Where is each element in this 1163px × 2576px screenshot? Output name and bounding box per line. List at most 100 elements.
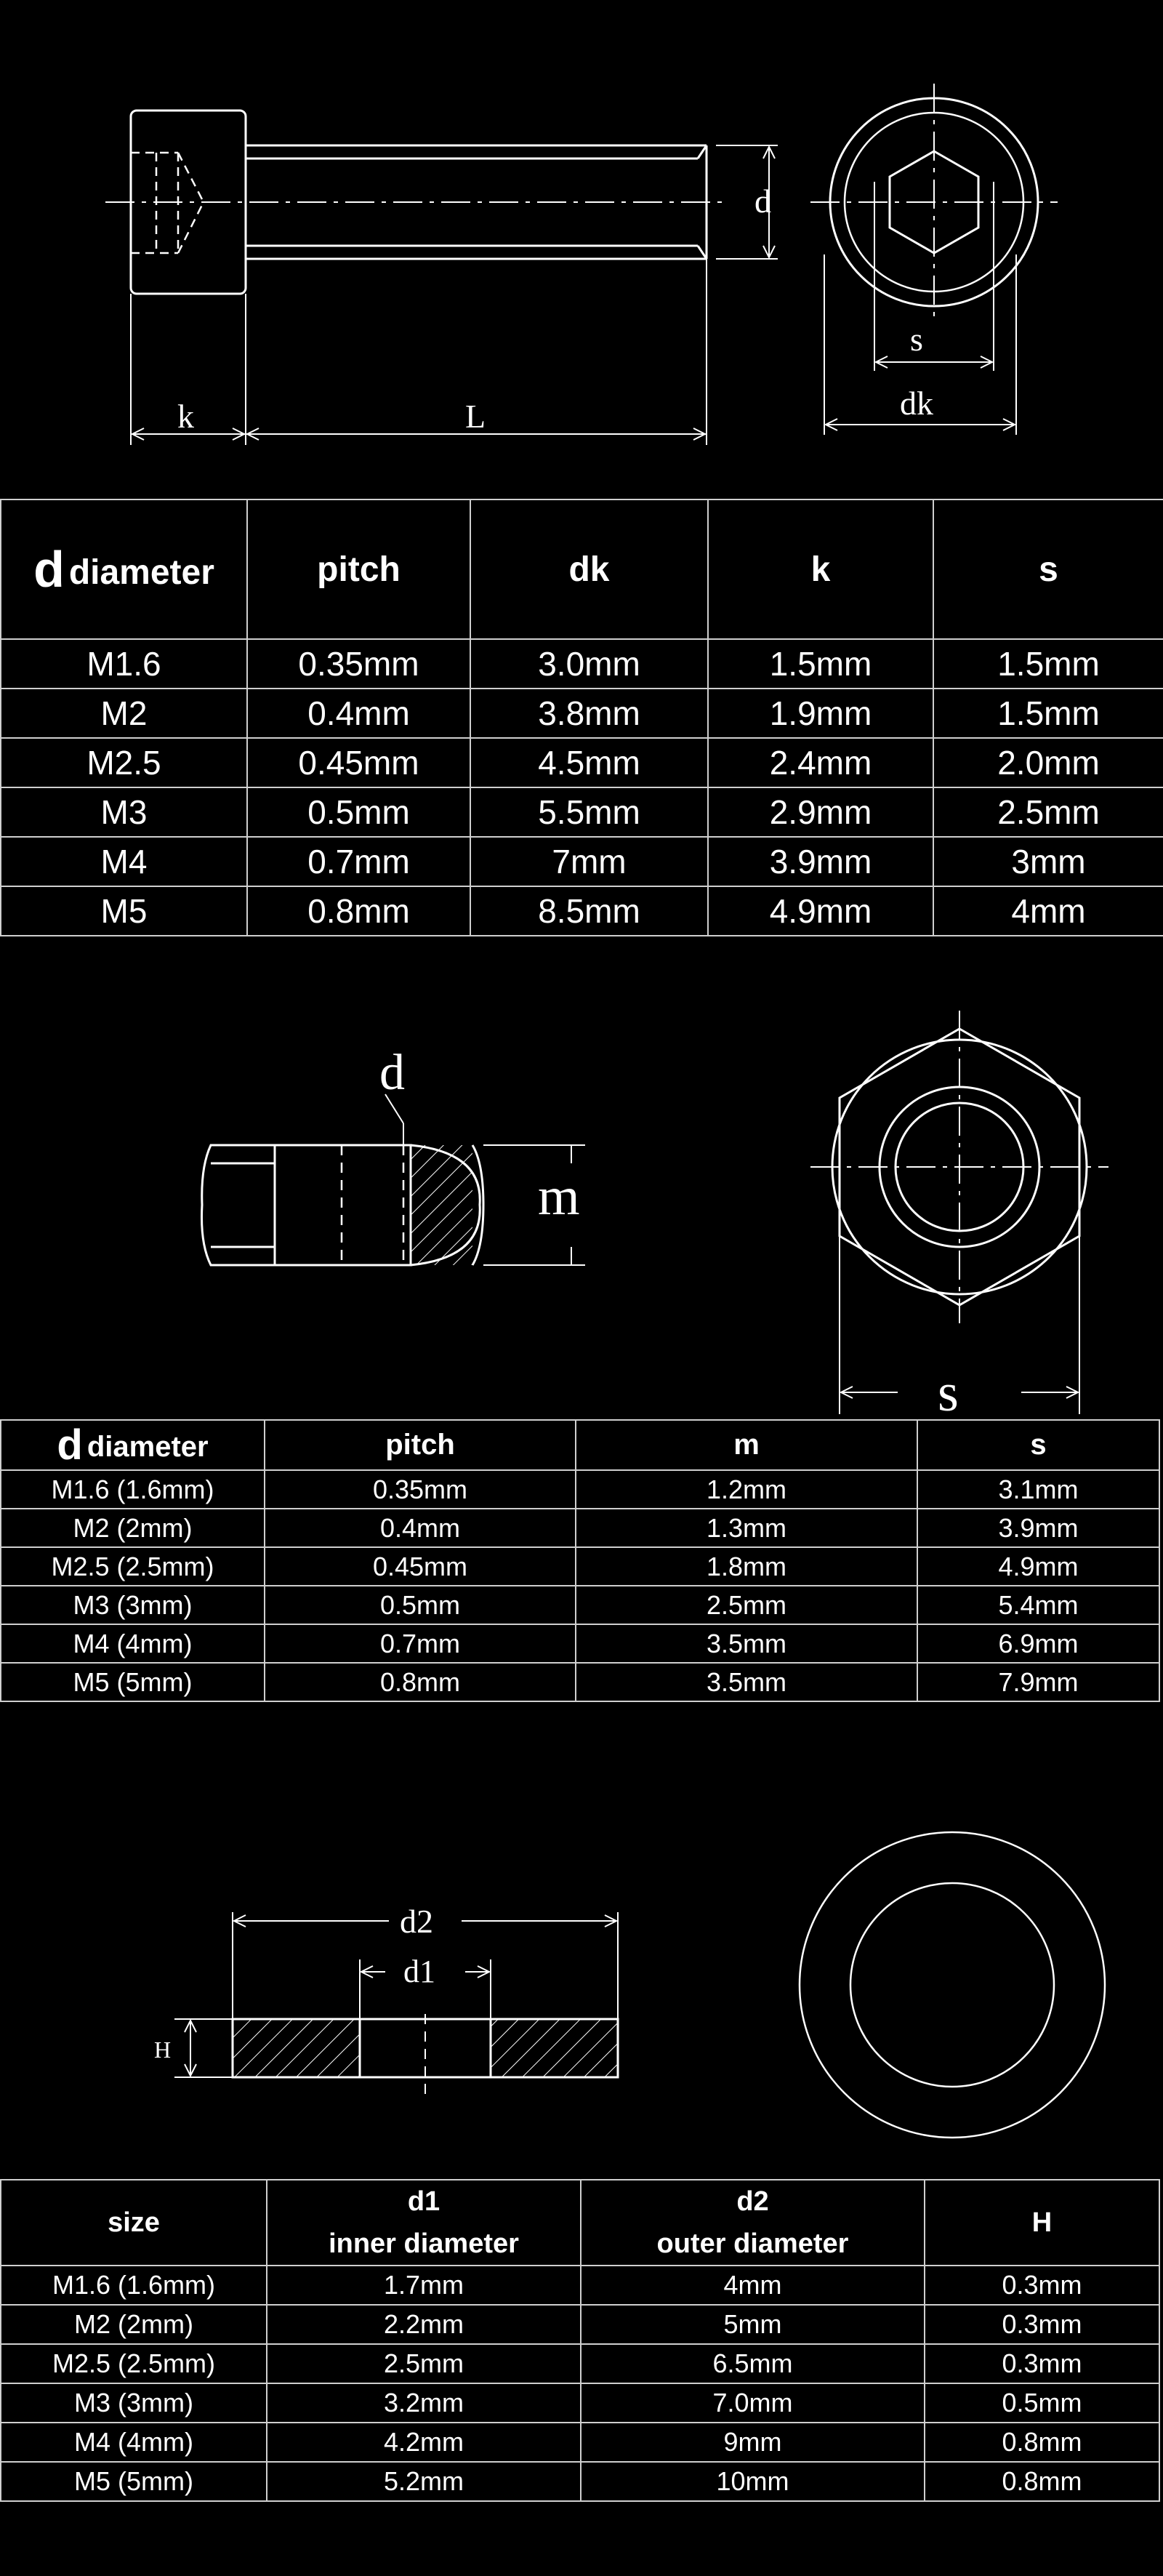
table-cell: 0.3mm [924,2304,1160,2345]
header-s: s [917,1419,1160,1471]
table-cell: 1.3mm [575,1508,918,1548]
table-cell: M4 [0,836,248,887]
table-cell: 2.0mm [933,737,1163,788]
table-cell: 1.5mm [707,638,934,689]
table-cell: 0.3mm [924,2265,1160,2306]
table-cell: 5mm [580,2304,925,2345]
table-cell: 0.35mm [264,1469,576,1509]
label-s: s [938,1363,959,1423]
table-cell: M5 (5mm) [0,1662,265,1702]
table-cell: M3 (3mm) [0,1585,265,1625]
table-cell: 0.4mm [264,1508,576,1548]
table-cell: 2.5mm [575,1585,918,1625]
flat-washer-drawing: d2 d1 H [154,1831,1106,2139]
table-cell: 7.9mm [917,1662,1160,1702]
table-cell: 0.8mm [264,1662,576,1702]
table-cell: 3.1mm [917,1469,1160,1509]
table-cell: 4mm [580,2265,925,2306]
table-cell: 6.9mm [917,1624,1160,1664]
table-cell: 0.5mm [264,1585,576,1625]
table-cell: 3.5mm [575,1662,918,1702]
label-d: d [754,182,771,220]
table-cell: M4 (4mm) [0,1624,265,1664]
hex-nut-drawing: d m s [201,1011,1108,1423]
header-pitch: pitch [246,499,471,640]
header-H: H [924,2179,1160,2266]
label-H: H [154,2037,171,2063]
table-cell: 1.8mm [575,1546,918,1586]
table-cell: 1.2mm [575,1469,918,1509]
table-cell: 0.7mm [246,836,471,887]
label-d: d [379,1045,405,1101]
socket-head-screw-drawing: d k L s dk [105,84,1058,445]
table-cell: 1.5mm [933,638,1163,689]
table-cell: M4 (4mm) [0,2422,267,2463]
table-cell: 10mm [580,2461,925,2502]
table-cell: 3.5mm [575,1624,918,1664]
label-m: m [538,1167,580,1227]
table-cell: 3mm [933,836,1163,887]
table-cell: M1.6 (1.6mm) [0,2265,267,2306]
table-cell: 0.45mm [246,737,471,788]
table-cell: 0.5mm [246,787,471,838]
table-cell: M5 [0,886,248,936]
header-m: m [575,1419,918,1471]
table-cell: M5 (5mm) [0,2461,267,2502]
table-cell: 4.9mm [707,886,934,936]
table-cell: 9mm [580,2422,925,2463]
header-s: s [933,499,1163,640]
table-cell: 3.0mm [470,638,709,689]
header-size: size [0,2179,267,2266]
table-cell: 0.8mm [246,886,471,936]
table-cell: 3.9mm [707,836,934,887]
table-cell: 0.7mm [264,1624,576,1664]
header-k: k [707,499,934,640]
table-cell: 2.5mm [933,787,1163,838]
label-k: k [177,398,194,435]
table-cell: 0.4mm [246,688,471,739]
label-L: L [465,398,486,435]
table-cell: M2 [0,688,248,739]
table-cell: M3 (3mm) [0,2383,267,2423]
table-cell: 0.45mm [264,1546,576,1586]
table-cell: 0.3mm [924,2343,1160,2384]
table-cell: 7.0mm [580,2383,925,2423]
table-cell: 3.9mm [917,1508,1160,1548]
label-d2: d2 [400,1903,433,1940]
table-cell: M1.6 [0,638,248,689]
label-s: s [910,321,923,358]
table-cell: 6.5mm [580,2343,925,2384]
table-cell: 8.5mm [470,886,709,936]
table-cell: 4.5mm [470,737,709,788]
table-cell: 2.9mm [707,787,934,838]
table-cell: 5.2mm [266,2461,582,2502]
table-cell: 5.5mm [470,787,709,838]
table-cell: 4.9mm [917,1546,1160,1586]
table-cell: M2.5 [0,737,248,788]
table-cell: 7mm [470,836,709,887]
